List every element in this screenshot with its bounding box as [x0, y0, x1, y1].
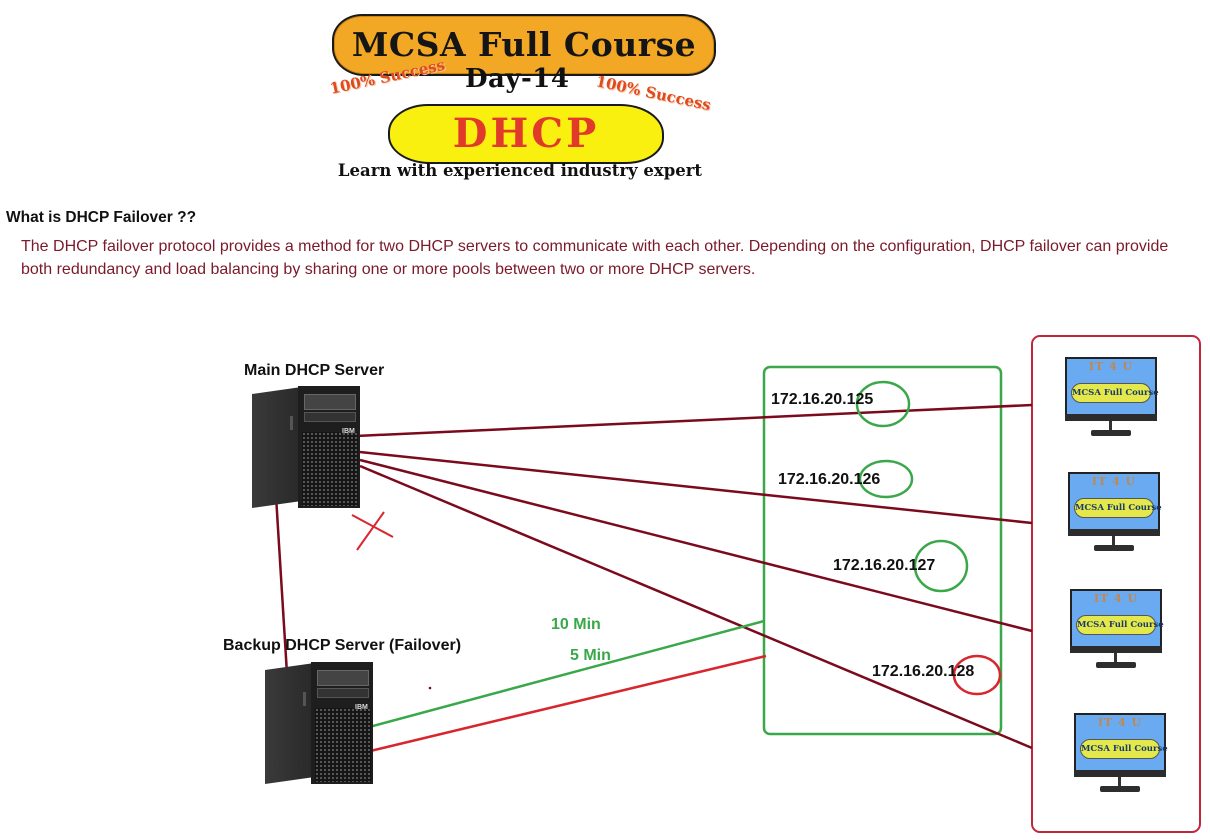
- client-screen-text: MCSA Full Course: [1081, 744, 1168, 754]
- client-computer-4[interactable]: IT 4 U MCSA Full Course: [1074, 713, 1168, 795]
- backup-server-label: Backup DHCP Server (Failover): [223, 637, 462, 654]
- day-label: Day-14: [465, 64, 570, 94]
- failure-mark-stroke-2: [356, 511, 385, 551]
- main-dhcp-server-icon[interactable]: IBM: [252, 386, 362, 511]
- link-main-to-client-3: [359, 458, 1033, 633]
- link-main-to-client-4: [359, 464, 1033, 750]
- client-screen-text: MCSA Full Course: [1075, 503, 1162, 513]
- client-brand: IT 4 U: [1091, 475, 1137, 488]
- ip-address-4: 172.16.20.128: [872, 663, 975, 680]
- client-computer-1[interactable]: IT 4 U MCSA Full Course: [1065, 357, 1159, 439]
- client-brand: IT 4 U: [1088, 360, 1134, 373]
- topic-banner: DHCP: [388, 104, 664, 164]
- link-main-to-client-1: [355, 403, 1033, 438]
- ip-highlight-4: [952, 654, 1002, 696]
- main-server-label: Main DHCP Server: [244, 362, 385, 379]
- ip-highlight-3: [913, 539, 969, 593]
- client-screen-text: MCSA Full Course: [1072, 388, 1159, 398]
- course-title-banner: MCSA Full Course: [332, 14, 716, 76]
- backup-dhcp-server-icon[interactable]: IBM: [265, 662, 375, 787]
- ip-highlight-1: [855, 380, 911, 428]
- link-main-to-client-2: [359, 450, 1033, 525]
- ip-address-1: 172.16.20.125: [771, 391, 874, 408]
- failure-mark-stroke-1: [351, 514, 394, 538]
- client-brand: IT 4 U: [1097, 716, 1143, 729]
- section-heading: What is DHCP Failover ??: [6, 209, 197, 226]
- ip-pool-box: [762, 365, 1003, 736]
- ip-highlight-2: [858, 459, 914, 499]
- ip-address-2: 172.16.20.126: [778, 471, 881, 488]
- client-computer-3[interactable]: IT 4 U MCSA Full Course: [1070, 589, 1164, 671]
- link-backup-red: [361, 654, 767, 755]
- stray-dot: [428, 686, 432, 690]
- lease-time-red: 5 Min: [570, 647, 611, 664]
- client-brand: IT 4 U: [1093, 592, 1139, 605]
- link-main-to-backup: [274, 495, 290, 691]
- topic-title: DHCP: [452, 110, 600, 157]
- section-description: The DHCP failover protocol provides a me…: [21, 238, 1169, 278]
- course-title: MCSA Full Course: [351, 25, 697, 64]
- link-backup-green: [357, 619, 765, 732]
- tagline: Learn with experienced industry expert: [337, 161, 703, 180]
- client-group-box: [1031, 335, 1201, 833]
- lease-time-green: 10 Min: [551, 616, 601, 633]
- client-screen-text: MCSA Full Course: [1077, 620, 1164, 630]
- ip-address-3: 172.16.20.127: [833, 557, 936, 574]
- client-computer-2[interactable]: IT 4 U MCSA Full Course: [1068, 472, 1162, 554]
